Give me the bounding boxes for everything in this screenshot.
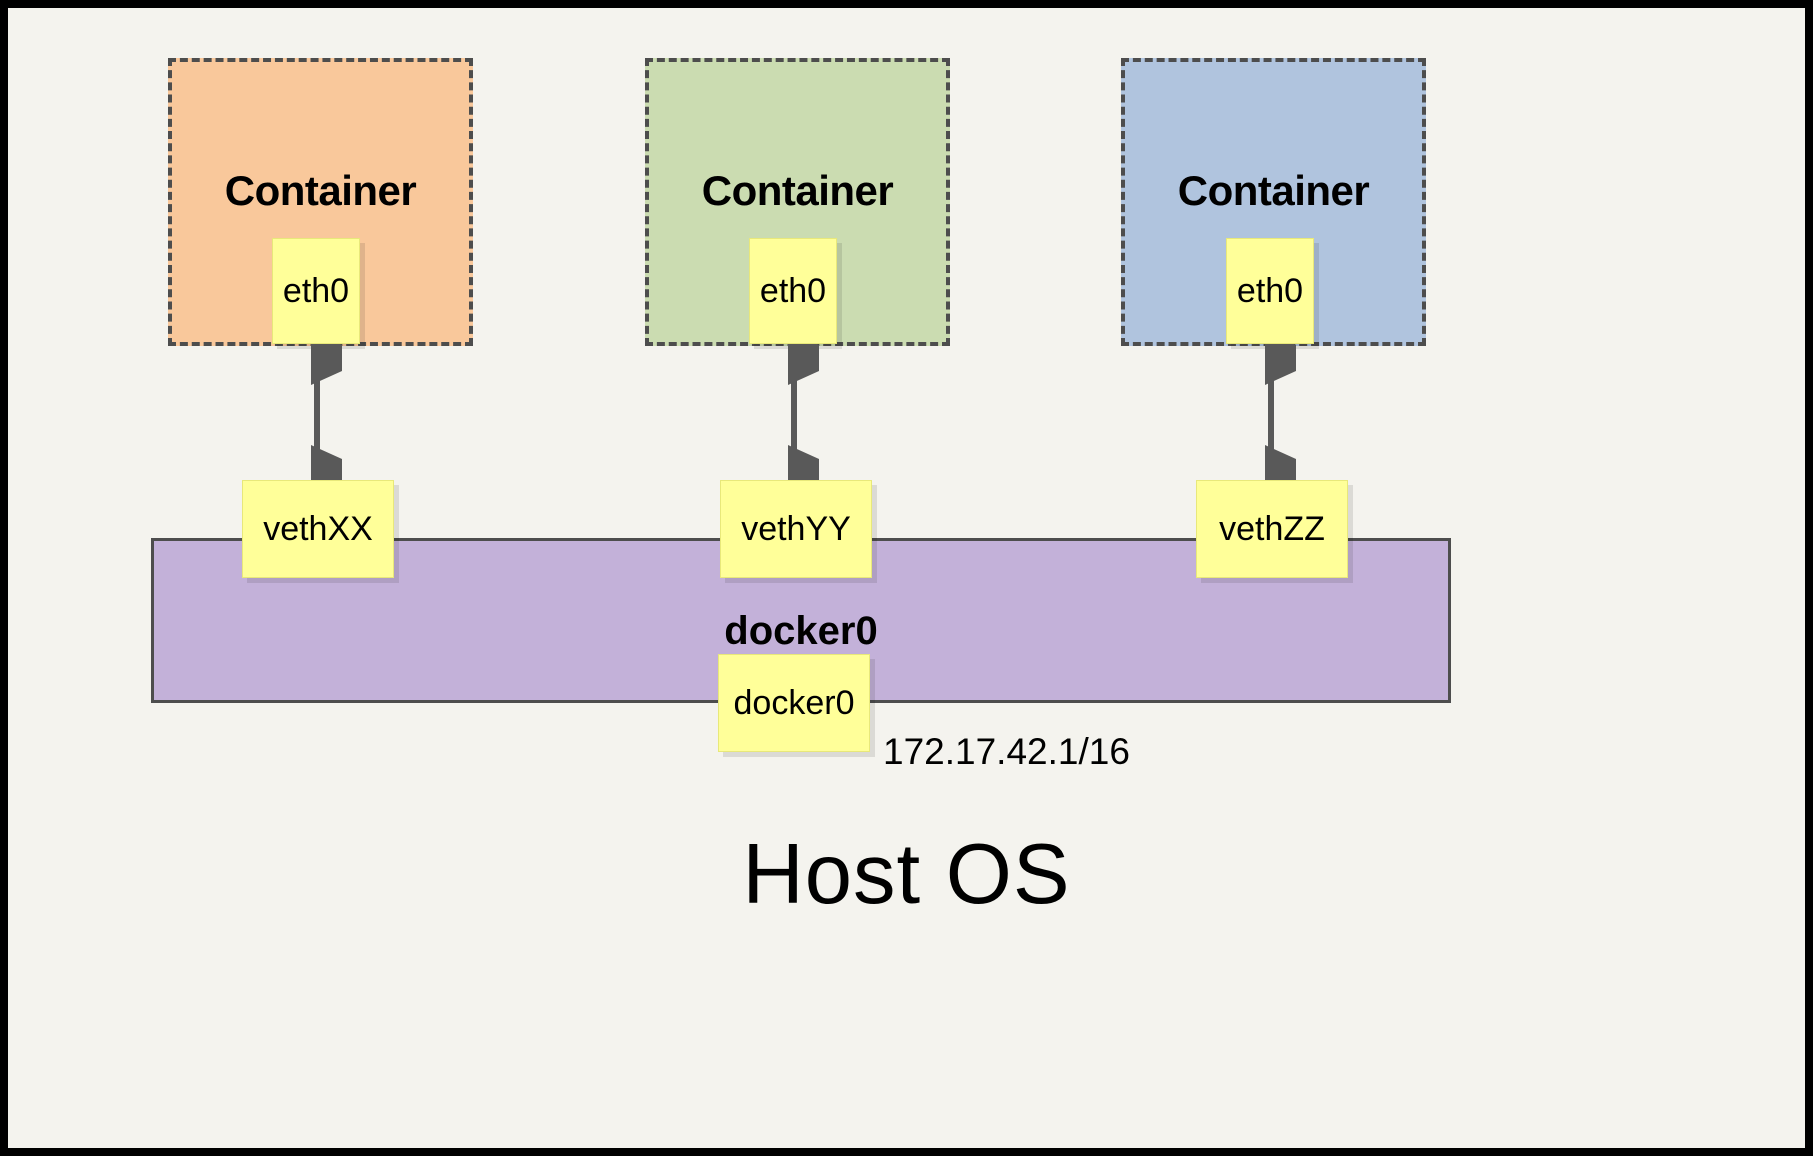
container-title-1: Container	[224, 167, 417, 214]
docker0-bridge-label: docker0	[724, 609, 878, 653]
veth-interface-2: vethYY	[720, 480, 872, 578]
link-arrow-1	[311, 344, 342, 486]
docker0-interface-node: docker0	[718, 654, 870, 752]
container-title-3: Container	[1177, 167, 1370, 214]
host-os-label: Host OS	[742, 827, 1071, 922]
eth0-interface-2: eth0	[749, 238, 837, 344]
container-title-2: Container	[701, 167, 894, 214]
eth0-interface-3: eth0	[1226, 238, 1314, 344]
veth-interface-1: vethXX	[242, 480, 394, 578]
link-arrow-3	[1265, 344, 1296, 486]
docker0-ip-address: 172.17.42.1/16	[883, 731, 1130, 772]
veth-interface-3: vethZZ	[1196, 480, 1348, 578]
eth0-interface-1: eth0	[272, 238, 360, 344]
link-arrow-2	[788, 344, 819, 486]
